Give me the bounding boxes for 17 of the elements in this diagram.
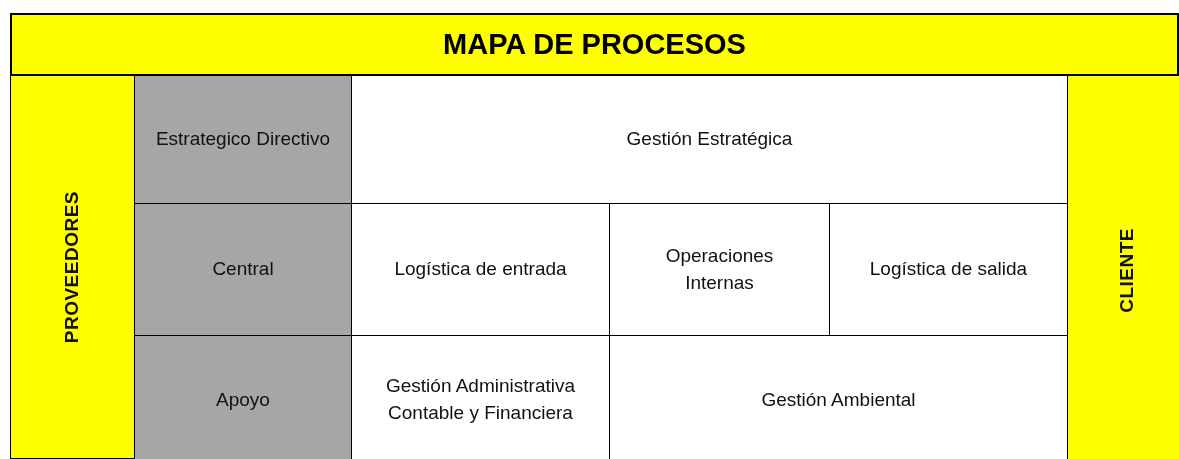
level-cell: [134, 75, 352, 204]
level-cell: [134, 335, 352, 459]
side-band: [10, 75, 135, 459]
cell-label: Apoyo: [216, 387, 270, 412]
cell-label: Logística de salida: [869, 257, 1028, 282]
cell-label: Gestión Estratégica: [626, 127, 793, 152]
level-cell: [134, 203, 352, 336]
cell-label: Gestión Administrativa Contable y Financiera: [385, 374, 576, 425]
cell-label: Gestión Ambiental: [761, 387, 916, 412]
side-label: PROVEEDORES: [60, 190, 84, 344]
cell-label: Logística de entrada: [394, 257, 567, 282]
side-band: [1067, 75, 1179, 459]
diagram-title: MAPA DE PROCESOS: [443, 28, 746, 61]
cell-label: Central: [212, 257, 274, 282]
cell-label: Estrategico Directivo: [155, 127, 331, 152]
cell-label: Operaciones Internas: [664, 243, 775, 295]
side-label: CLIENTE: [1114, 227, 1138, 313]
